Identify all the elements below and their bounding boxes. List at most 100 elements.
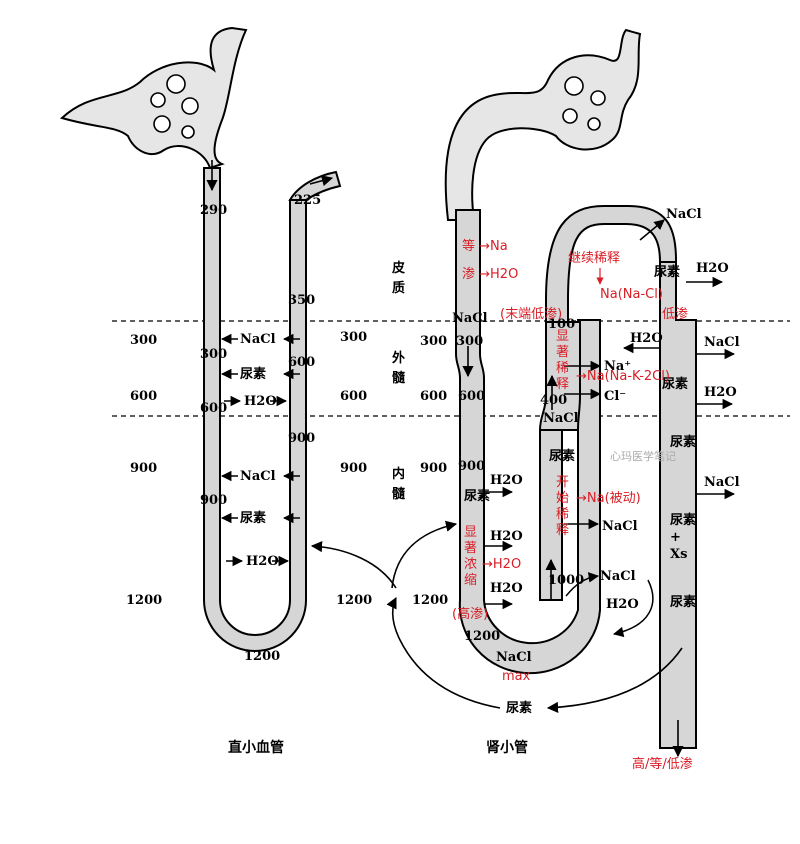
capillary-hole — [181, 125, 195, 139]
anno-start-dil: 开始稀释 — [556, 475, 569, 538]
vasa-recta-loop — [203, 167, 307, 652]
vr-asc-600: 600 — [288, 355, 315, 370]
neph-100: 100 — [548, 317, 575, 332]
vr-h2o-1: H2O — [244, 394, 277, 409]
vr-desc-600: 600 — [200, 401, 227, 416]
capillary-hole — [166, 74, 186, 94]
level-1200-left: 1200 — [126, 593, 162, 608]
vr-nacl-2: NaCl — [240, 469, 276, 484]
neph-urea-cd-2: 尿素 — [662, 376, 688, 392]
capillary-hole — [564, 76, 584, 96]
anno-end-low: (末端低渗) — [500, 307, 562, 322]
anno-low-perm: 低渗 — [662, 307, 688, 322]
neph-1200: 1200 — [464, 629, 500, 644]
vr-urea-1: 尿素 — [240, 366, 266, 382]
nephron-caption: 肾小管 — [486, 739, 528, 756]
neph-cl-minus: Cl⁻ — [604, 389, 626, 404]
vr-nacl-1: NaCl — [240, 332, 276, 347]
level-600-right: 600 — [420, 389, 447, 404]
anno-na-nk2cl: →Na(Na-K-2Cl) — [576, 369, 670, 384]
neph-nacl-cortex: NaCl — [666, 207, 702, 222]
vr-asc-900: 900 — [288, 431, 315, 446]
neph-na-plus: Na⁺ — [604, 359, 631, 374]
level-300-left: 300 — [130, 333, 157, 348]
watermark: 心玛医学笔记 — [610, 449, 676, 463]
level-300-mid: 300 — [340, 330, 367, 345]
neph-nacl-outer: NaCl — [704, 335, 740, 350]
vr-asc-225: 225 — [294, 193, 321, 208]
capillary-hole — [150, 92, 166, 108]
level-900-left: 900 — [130, 461, 157, 476]
anno-sig-conc: 显著浓缩 — [464, 525, 477, 588]
neph-h2o-d2: H2O — [490, 529, 523, 544]
vr-asc-350: 350 — [288, 293, 315, 308]
vasa-recta-caption: 直小血管 — [228, 739, 284, 756]
neph-nacl-thick: NaCl — [543, 411, 579, 426]
level-900-right: 900 — [420, 461, 447, 476]
vr-bottom-1200: 1200 — [244, 649, 280, 664]
flow-arrow — [309, 175, 334, 187]
level-600-left: 600 — [130, 389, 157, 404]
neph-urea-recycle: 尿素 — [506, 700, 532, 716]
neph-nacl-bottom-asc: NaCl — [600, 569, 636, 584]
level-300-right: 300 — [420, 334, 447, 349]
neph-urea-desc: 尿素 — [464, 488, 490, 504]
level-900-mid: 900 — [340, 461, 367, 476]
anno-sig-dil: 显著稀释 — [556, 329, 569, 392]
capillary-hole — [590, 90, 606, 106]
anno-final: 高/等/低渗 — [632, 756, 693, 772]
bowman-capsule — [444, 28, 642, 221]
anno-na-nacl: Na(Na-Cl) — [600, 287, 663, 302]
neph-urea-cd-4: 尿素 — [670, 594, 696, 610]
capillary-hole — [181, 97, 199, 115]
vr-urea-2: 尿素 — [240, 510, 266, 526]
neph-nacl-cd: NaCl — [704, 475, 740, 490]
neph-h2o-d1: H2O — [490, 473, 523, 488]
zone-labels: 皮质 外髓 内髓 — [391, 260, 406, 502]
level-1200-right: 1200 — [412, 593, 448, 608]
vr-desc-290: 290 — [200, 203, 227, 218]
neph-urea-cd-3: 尿素 — [670, 434, 696, 450]
thin-ascending-limb — [539, 429, 563, 601]
anno-h2o: →H2O — [482, 557, 521, 572]
vasa-recta: 290 300 600 900 225 350 600 900 1200 NaC… — [60, 26, 342, 756]
neph-nacl-top: NaCl — [452, 311, 488, 326]
level-1200-mid: 1200 — [336, 593, 372, 608]
neph-urea-xs: 尿素+Xs — [670, 512, 696, 562]
anno-high-perm: (高渗) — [452, 606, 488, 622]
capillary-hole — [153, 115, 171, 133]
vr-desc-300: 300 — [200, 347, 227, 362]
neph-h2o-bottom: H2O — [606, 597, 639, 612]
anno-continue: 继续稀释 — [568, 251, 620, 266]
neph-h2o-cortex: H2O — [696, 261, 729, 276]
vr-desc-900: 900 — [200, 493, 227, 508]
osmolarity-levels: 300 600 900 1200 300 600 900 1200 300 60… — [126, 330, 448, 608]
neph-h2o-outer-2: H2O — [704, 385, 737, 400]
neph-nacl-thin: NaCl — [602, 519, 638, 534]
collecting-duct — [659, 261, 697, 749]
zone-inner-medulla: 内髓 — [392, 466, 406, 502]
neph-400: 400 — [540, 393, 567, 408]
neph-600: 600 — [458, 389, 485, 404]
neph-urea-cd-1: 尿素 — [654, 264, 680, 280]
neph-h2o-outer: H2O — [630, 331, 663, 346]
anno-iso: 等 →Na — [462, 238, 508, 254]
thick-ascending-limb — [538, 321, 581, 431]
neph-900: 900 — [458, 459, 485, 474]
level-600-mid: 600 — [340, 389, 367, 404]
neph-300: 300 — [456, 334, 483, 349]
handwritten-annotations: 等 →Na 渗 →H2O 继续稀释 Na(Na-Cl) 低渗 (末端低渗) 显著… — [452, 238, 693, 772]
capillary-hole — [562, 108, 578, 124]
zone-outer-medulla: 外髓 — [391, 350, 406, 386]
anno-na-passive: →Na(被动) — [576, 491, 641, 506]
nephron: NaCl 300 600 900 1200 100 400 1000 NaCl … — [310, 28, 740, 758]
anno-max: max — [502, 669, 531, 684]
vr-h2o-2: H2O — [246, 554, 279, 569]
neph-1000: 1000 — [548, 573, 584, 588]
capillary-hole — [587, 117, 601, 131]
zone-cortex: 皮质 — [391, 260, 405, 296]
anno-perm: 渗 →H2O — [462, 267, 518, 282]
neph-h2o-d3: H2O — [490, 581, 523, 596]
